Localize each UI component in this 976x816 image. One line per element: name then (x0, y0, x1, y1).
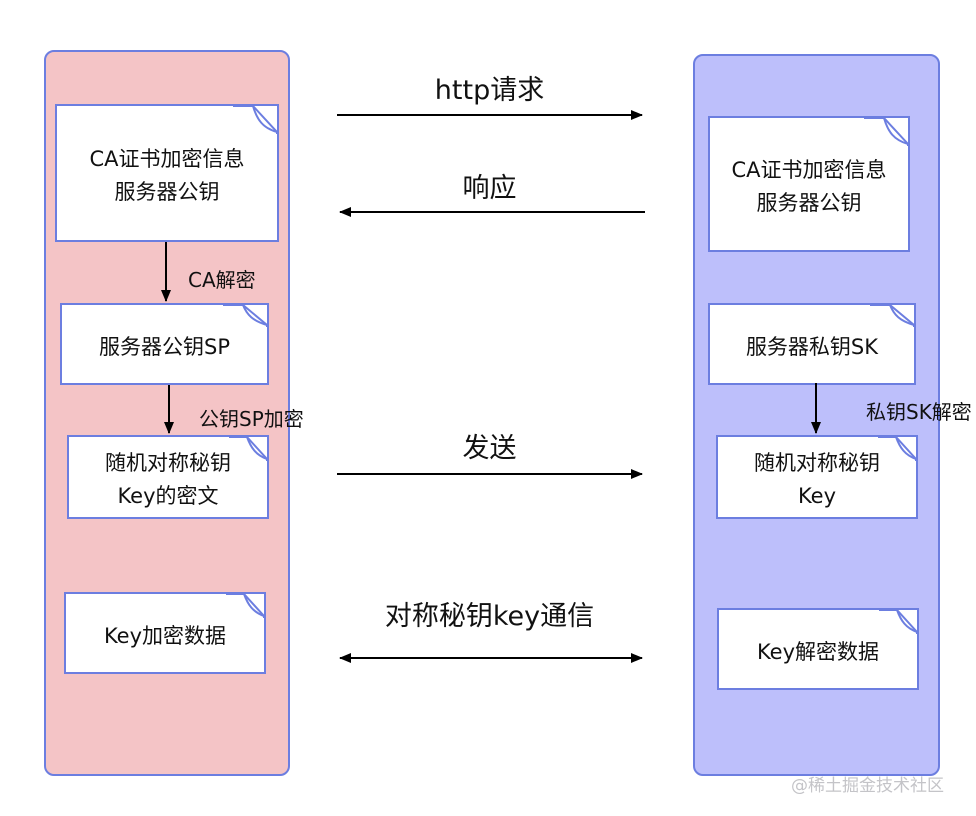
server-private-key-text: 服务器私钥SK (745, 334, 879, 359)
client-cipher-key-doc: 随机对称秘钥 Key的密文 (67, 435, 269, 519)
server-symmetric-key-doc: 随机对称秘钥 Key (716, 435, 918, 519)
server-decrypt-data-text: Key解密数据 (756, 639, 880, 664)
watermark: @稀土掘金技术社区 (791, 776, 944, 796)
page-fold-icon (223, 304, 268, 327)
page-fold-icon (233, 105, 278, 134)
client-cipher-key-text: 随机对称秘钥 Key的密文 (105, 451, 231, 508)
server-private-key-doc: 服务器私钥SK (708, 303, 916, 385)
communicate-label: 对称秘钥key通信 (384, 601, 595, 632)
page-fold-icon (878, 436, 917, 461)
client-cert-doc: CA证书加密信息 服务器公钥 (55, 104, 279, 242)
client-cert-text: CA证书加密信息 服务器公钥 (89, 147, 245, 204)
request-label: http请求 (434, 75, 545, 106)
page-fold-icon (226, 593, 265, 618)
client-encrypt-data-doc: Key加密数据 (64, 592, 266, 674)
server-symmetric-key-text: 随机对称秘钥 Key (754, 451, 880, 508)
server-decrypt-data-doc: Key解密数据 (717, 608, 919, 690)
page-fold-icon (879, 609, 918, 634)
client-encrypt-data-text: Key加密数据 (103, 623, 227, 648)
page-fold-icon (870, 304, 915, 327)
ca-decrypt-label: CA解密 (188, 268, 256, 292)
server-cert-doc: CA证书加密信息 服务器公钥 (708, 116, 910, 252)
client-public-key-doc: 服务器公钥SP (60, 303, 269, 385)
response-label: 响应 (462, 173, 517, 204)
public-key-encrypt-label: 公钥SP加密 (199, 407, 304, 431)
send-label: 发送 (462, 433, 517, 464)
page-fold-icon (229, 436, 268, 461)
server-cert-text: CA证书加密信息 服务器公钥 (731, 158, 887, 215)
client-public-key-text: 服务器公钥SP (99, 334, 230, 359)
private-key-decrypt-label: 私钥SK解密 (866, 400, 972, 424)
page-fold-icon (864, 117, 909, 146)
